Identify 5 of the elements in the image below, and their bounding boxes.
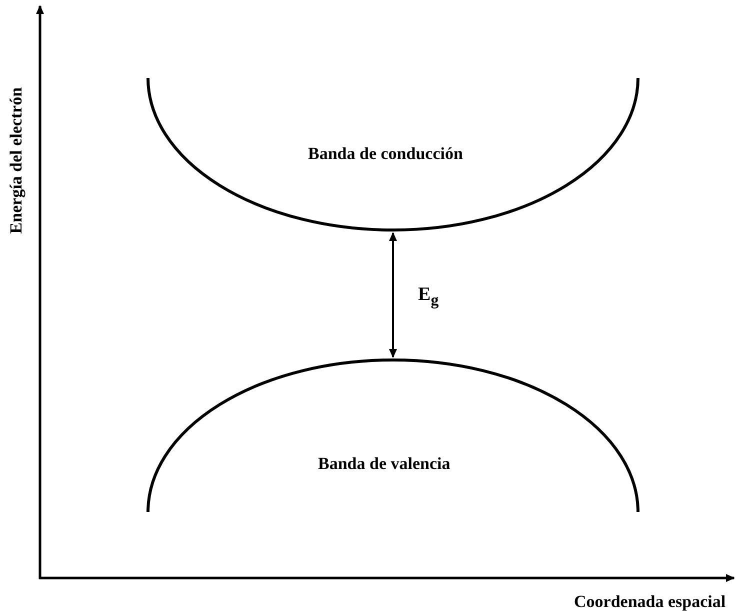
band-label: Banda de conducción (308, 145, 463, 162)
gap-label: E$_{g}$ (418, 285, 439, 309)
axis-title: Coordenada espacial (574, 593, 726, 610)
band-label: Banda de valencia (318, 455, 450, 472)
axis-title: Energía del electrón (8, 86, 24, 236)
